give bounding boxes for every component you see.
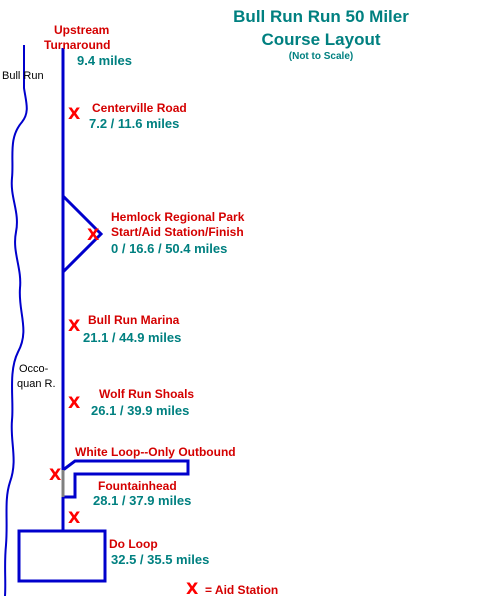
marina-name: Bull Run Marina	[88, 313, 180, 327]
hemlock-name-line-2: Start/Aid Station/Finish	[111, 225, 244, 239]
hemlock-name-line-1: Hemlock Regional Park	[111, 210, 245, 224]
legend-text: = Aid Station	[205, 583, 279, 597]
aid-station-marker-fountainhead: X	[68, 508, 81, 527]
upstream-name-line-2: Turnaround	[44, 38, 111, 52]
marina-miles: 21.1 / 44.9 miles	[83, 330, 182, 345]
upstream-name-line-1: Upstream	[54, 23, 110, 37]
hemlock-miles: 0 / 16.6 / 50.4 miles	[111, 241, 228, 256]
river-line	[4, 45, 28, 597]
aid-station-marker-hemlock: X	[87, 225, 100, 244]
hemlock-loop	[61, 194, 104, 274]
aid-station-marker-centerville: X	[68, 104, 81, 123]
wolf-run-miles: 26.1 / 39.9 miles	[91, 403, 190, 418]
legend-aid-station-marker: X	[186, 579, 199, 598]
centerville-miles: 7.2 / 11.6 miles	[89, 116, 180, 131]
do-loop-box	[17, 529, 107, 583]
centerville-name: Centerville Road	[92, 101, 187, 115]
fountainhead-miles: 28.1 / 37.9 miles	[93, 493, 192, 508]
white-loop	[62, 459, 190, 499]
title-line-1: Bull Run Run 50 Miler	[233, 7, 409, 26]
aid-station-marker-white-loop: X	[49, 465, 62, 484]
subtitle: (Not to Scale)	[288, 51, 354, 62]
river-label-occoquan-line-2: quan R.	[17, 378, 56, 390]
do-loop-miles: 32.5 / 35.5 miles	[111, 552, 210, 567]
wolf-run-name: Wolf Run Shoals	[99, 387, 195, 401]
fountainhead-name: Fountainhead	[98, 479, 177, 493]
river-label-occoquan-line-1: Occo-	[19, 363, 49, 375]
aid-station-marker-marina: X	[68, 316, 81, 335]
upstream-miles: 9.4 miles	[77, 53, 132, 68]
aid-station-marker-wolf-run: X	[68, 393, 81, 412]
do-loop-name: Do Loop	[109, 537, 158, 551]
title-line-2: Course Layout	[261, 30, 381, 49]
white-loop-label: White Loop--Only Outbound	[75, 445, 236, 459]
river-label-bull-run: Bull Run	[2, 70, 44, 82]
